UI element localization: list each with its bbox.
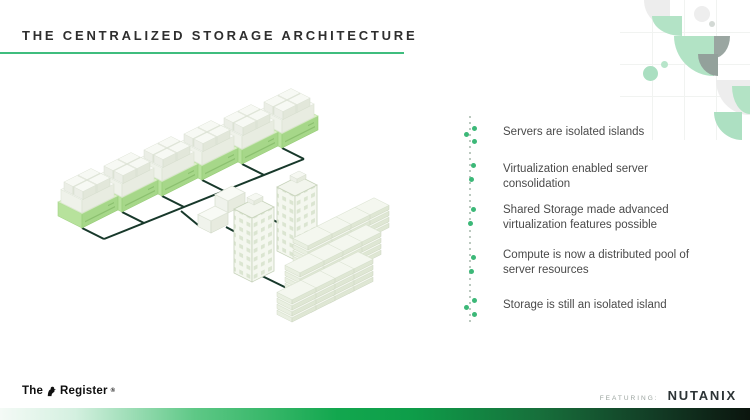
server-stack: [58, 169, 118, 229]
register-logo-name: Register: [60, 384, 108, 397]
quarter-circle-icon: [652, 16, 682, 36]
register-logo-the: The: [22, 384, 44, 397]
registered-mark: ®: [110, 387, 116, 394]
storage-tower: [233, 192, 275, 283]
circle-icon: [643, 66, 658, 81]
circle-icon: [694, 6, 710, 22]
bullet-item: Shared Storage made advanced virtualizat…: [503, 204, 669, 231]
title-underline: [0, 52, 404, 54]
dot-icon: [661, 61, 668, 68]
register-logo: The Register ®: [22, 384, 115, 397]
bullet-item: Storage is still an isolated island: [503, 299, 667, 311]
bullet-item: Virtualization enabled server consolidat…: [503, 163, 648, 190]
vulture-icon: [47, 386, 57, 397]
bullet-item: Compute is now a distributed pool of ser…: [503, 249, 690, 276]
architecture-diagram: [15, 78, 445, 350]
featuring-block: FEATURING: NUTANIX: [600, 388, 737, 403]
page-title: THE CENTRALIZED STORAGE ARCHITECTURE: [22, 28, 418, 43]
dot-icon: [709, 21, 715, 27]
network-switch: [197, 205, 229, 234]
featuring-label: FEATURING:: [599, 395, 659, 402]
timeline-dotted-line: [469, 116, 471, 322]
bullet-item: Servers are isolated islands: [503, 126, 645, 138]
nutanix-logo: NUTANIX: [667, 388, 737, 403]
quarter-circle-icon: [714, 112, 742, 140]
bottom-gradient-bar: [0, 408, 750, 420]
